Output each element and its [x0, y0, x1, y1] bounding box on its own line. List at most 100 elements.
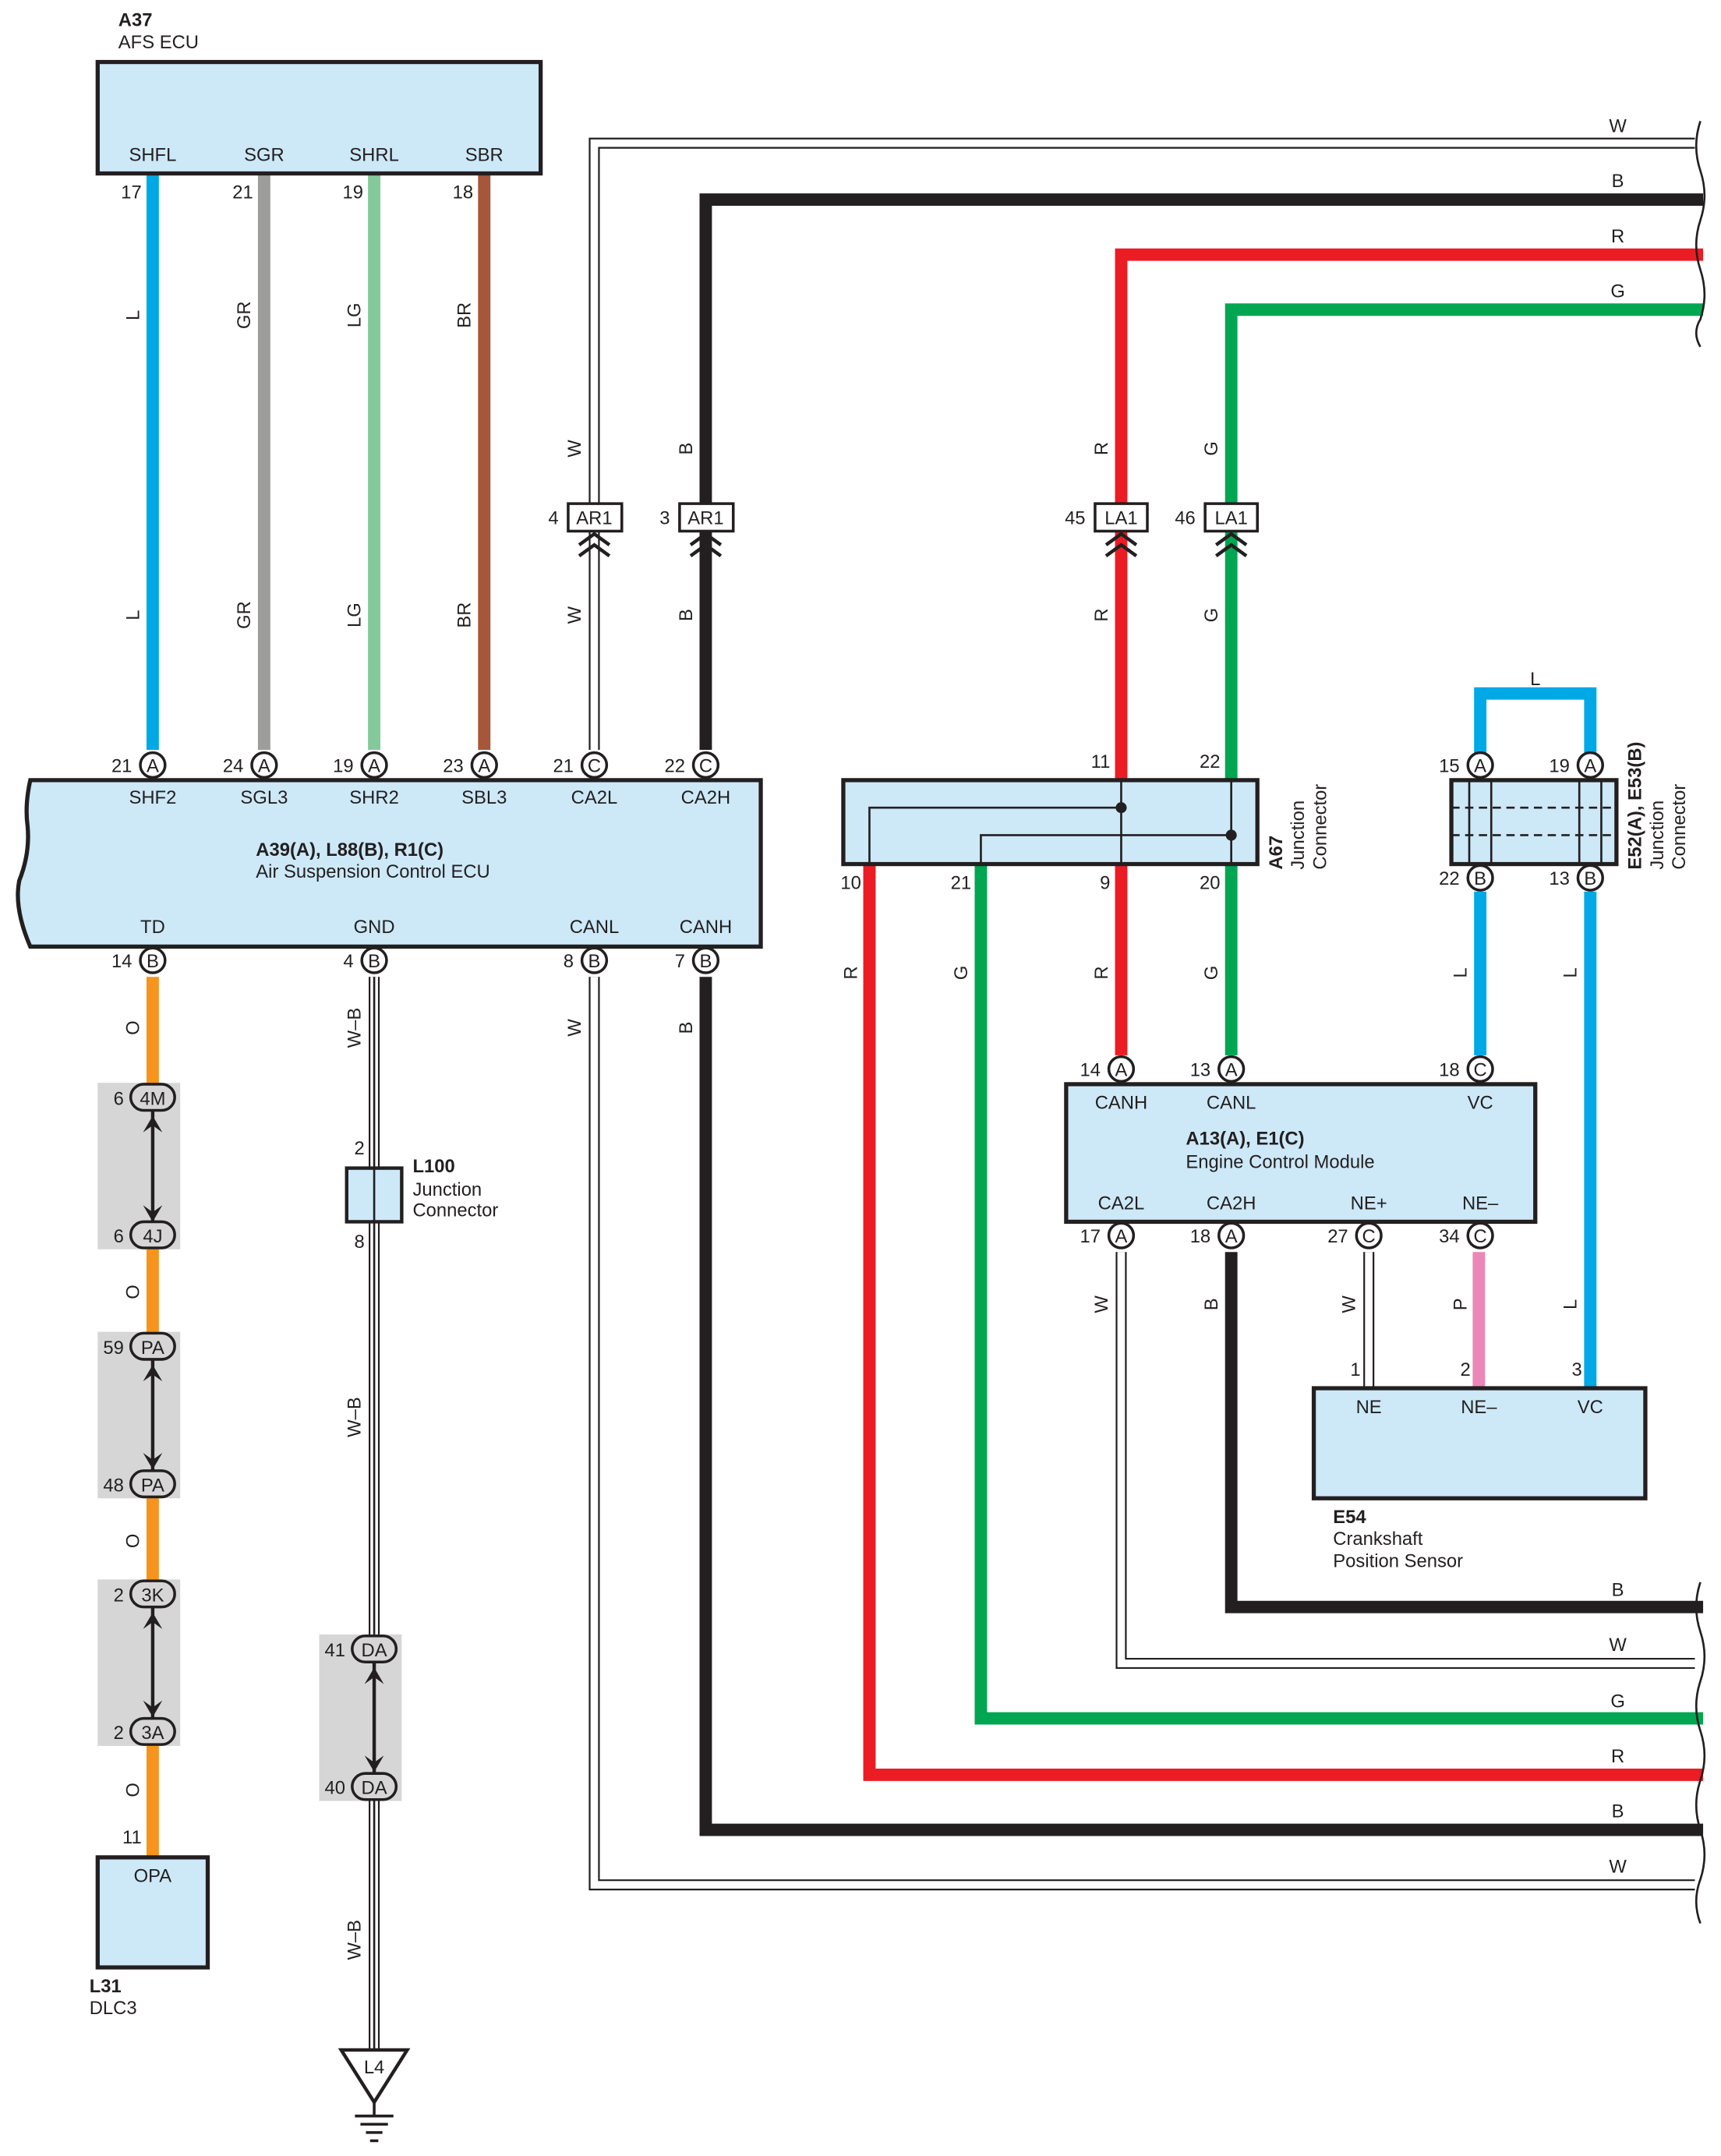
a67-name-1: Junction: [1288, 801, 1309, 870]
e54-pin-num-2: 2: [1461, 1359, 1471, 1380]
a39-top-num-1: 24: [223, 755, 244, 776]
a37-pin-sbr-name: SBR: [465, 145, 504, 166]
a39-bot-num-1: 4: [343, 951, 353, 972]
a39-bot-conn-1: B: [368, 951, 380, 972]
a39-bot-conn-2: B: [588, 951, 601, 972]
da-top: DA: [362, 1640, 387, 1661]
e54-pin-name-ne: NE: [1356, 1397, 1382, 1418]
a37-name: AFS ECU: [118, 32, 199, 53]
da-bot-num: 40: [325, 1778, 346, 1799]
right-bot-g: G: [1610, 1691, 1625, 1712]
a39-top-name-5: CA2H: [681, 787, 731, 808]
a39-top-name-1: SGL3: [240, 787, 288, 808]
wire-e52-loop-l: [1474, 687, 1597, 755]
td-1-bot: 4J: [143, 1226, 162, 1247]
a39-bot-name-2: CANL: [570, 917, 620, 938]
l31-num: 11: [122, 1827, 142, 1848]
ecm-top-name-1: CANL: [1207, 1093, 1256, 1114]
ecm-top-name-0: CANH: [1095, 1093, 1147, 1114]
label-w-ecm-ca2l: W: [1091, 1295, 1112, 1313]
label-l-2: L: [122, 610, 143, 620]
a39-top-name-4: CA2L: [571, 787, 618, 808]
a37-code: A37: [118, 10, 153, 31]
ecm-bot-name-1: CA2H: [1207, 1193, 1256, 1214]
a39-top-name-2: SHR2: [349, 787, 399, 808]
right-top-g: G: [1610, 281, 1625, 302]
a39-top-conn-5: C: [699, 755, 712, 776]
ecm-bot-name-2: NE+: [1351, 1193, 1387, 1214]
e52-e53-junction-connector: A A B B 15 19 22 13 E52(A), E53(B) Junct…: [1439, 742, 1690, 892]
ecm-bot-conn-2: C: [1362, 1226, 1376, 1247]
label-lg-2: LG: [344, 603, 365, 627]
a39-bot-name-3: CANH: [680, 917, 732, 938]
ecm-top-conn-1: A: [1225, 1059, 1238, 1080]
label-b-ecm-ca2h: B: [1201, 1298, 1222, 1310]
a39-top-num-4: 21: [553, 755, 574, 776]
engine-control-module: A A C 14 13 18 CANH CANL VC A13(A), E1(C…: [1064, 1055, 1538, 1249]
a39-top-num-2: 19: [333, 755, 354, 776]
wire-labels-upper: L GR LG BR L GR LG BR W B W B R G R G: [122, 301, 1222, 628]
a39-bot-conn-3: B: [699, 951, 712, 972]
e52-top-num-0: 15: [1439, 755, 1460, 776]
label-wb-1: W–B: [344, 1008, 365, 1048]
td-3-bot: 3A: [141, 1723, 164, 1744]
da-top-num: 41: [325, 1640, 346, 1661]
right-bot-w1: W: [1609, 1635, 1627, 1656]
label-l-e53-13: L: [1560, 967, 1581, 977]
da-bot: DA: [362, 1778, 387, 1799]
wire-ecm-ca2h-b: [1224, 1252, 1704, 1613]
a67-bot-pin-9: 9: [1100, 872, 1110, 893]
a37-afs-ecu: A37 AFS ECU SHFL SGR SHRL SBR 17 21 19 1…: [95, 10, 543, 203]
wire-ecm-ca2l-w-fill: [1117, 1252, 1695, 1667]
e54-crankshaft-sensor: 1 2 3 NE NE– VC E54 Crankshaft Position …: [1311, 1359, 1648, 1571]
ecm-bot-num-0: 17: [1080, 1226, 1101, 1247]
l31-box: [95, 1855, 210, 1970]
ground-l4: L4: [337, 2048, 411, 2143]
e54-name-2: Position Sensor: [1333, 1550, 1463, 1571]
a39-top-conn-1: A: [258, 755, 270, 776]
label-g-la1-bot: G: [1201, 608, 1222, 623]
ecm-code: A13(A), E1(C): [1186, 1129, 1304, 1150]
right-bot-r: R: [1611, 1746, 1624, 1767]
ground-triangle: [337, 2048, 411, 2106]
label-w-ne: W: [1339, 1295, 1360, 1313]
wire-canh-b: [699, 977, 1704, 1836]
ecm-bot-conn-3: C: [1474, 1226, 1487, 1247]
a37-pin-sgr-num: 21: [232, 182, 253, 203]
wire-g-top: [1224, 303, 1704, 782]
a67-top-pin-11: 11: [1091, 751, 1111, 772]
e54-box: [1311, 1386, 1648, 1500]
e52-bot-conn-0: B: [1474, 868, 1486, 889]
right-bot-b1: B: [1612, 1580, 1624, 1601]
a39-bot-num-3: 7: [675, 951, 685, 972]
a67-bot-pin-21: 21: [951, 872, 972, 893]
e52-top-num-1: 19: [1549, 755, 1570, 776]
wires: [146, 121, 1706, 2050]
wire-w-outer-fill: [590, 139, 1695, 751]
a39-air-suspension-ecu: A A A A C C 21 24 19 23 21 22 SHF2 SGL3 …: [16, 751, 763, 974]
label-w-ar1-bot: W: [564, 606, 585, 624]
a39-top-name-3: SBL3: [461, 787, 507, 808]
e52-name-1: Junction: [1647, 801, 1668, 870]
label-r-la1-top: R: [1091, 442, 1112, 455]
ecm-name: Engine Control Module: [1186, 1152, 1374, 1173]
ecm-top-conn-0: A: [1115, 1059, 1128, 1080]
wire-canl-w-fill: [590, 977, 1695, 1889]
label-br-2: BR: [454, 603, 475, 628]
a39-bot-conn-0: B: [147, 951, 159, 972]
connector-ar1-4: 4 AR1: [548, 502, 624, 557]
label-wb-2: W–B: [344, 1397, 365, 1437]
e52-box: [1449, 778, 1619, 867]
la1-46-name: LA1: [1214, 508, 1247, 529]
l31-name: DLC3: [90, 1998, 137, 2019]
label-w-canl: W: [564, 1019, 585, 1037]
label-lg-1: LG: [344, 302, 365, 327]
a39-top-conn-2: A: [368, 755, 380, 776]
wire-w-outer: [588, 137, 1695, 751]
ecm-top-conn-2: C: [1474, 1059, 1487, 1080]
da-connector: DA 41 DA 40: [319, 1634, 402, 1801]
label-b-canh: B: [676, 1022, 697, 1034]
e52-bot-conn-1: B: [1584, 868, 1596, 889]
wire-a67-10-r: [863, 864, 1704, 1781]
